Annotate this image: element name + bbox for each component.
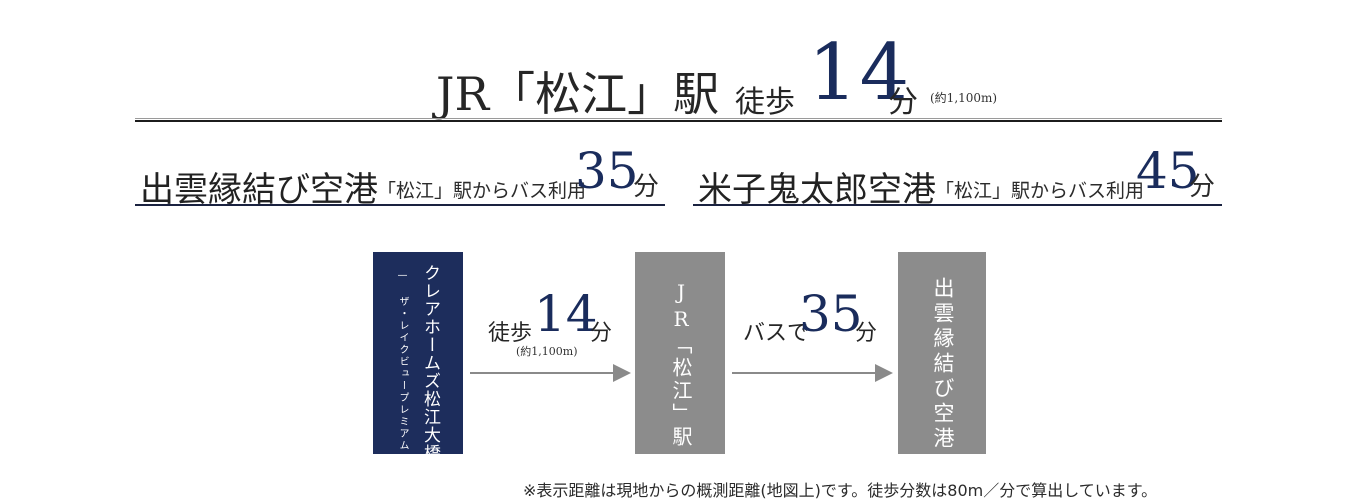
airport-unit: 分 — [1189, 172, 1216, 202]
origin-subtitle: — ザ・レイクビュープレミアム — — [397, 270, 408, 478]
header-divider — [135, 118, 1222, 122]
station-name: JR「松江」駅 — [669, 280, 693, 449]
airport-izumo-underline — [135, 204, 665, 206]
destination-name: 出雲縁結び空港 — [931, 277, 955, 452]
airport-via: 「松江」駅からバス利用 — [935, 180, 1145, 202]
header-unit: 分 — [888, 85, 918, 120]
header-walk-minutes: 14 — [808, 28, 912, 118]
footnote: ※表示距離は現地からの概測距離(地図上)です。徒歩分数は80m／分で算出していま… — [523, 481, 1158, 500]
walk-distance-note: (約1,100m) — [516, 345, 578, 358]
walk-arrow — [470, 372, 615, 374]
airport-unit: 分 — [633, 172, 660, 202]
bus-arrow-head — [875, 364, 893, 382]
walk-arrow-head — [613, 364, 631, 382]
airport-name: 出雲縁結び空港 — [140, 170, 378, 210]
header-distance-note: (約1,100m) — [930, 91, 998, 105]
airport-minutes: 45 — [1136, 142, 1200, 200]
airport-yonago-row: 米子鬼太郎空港 「松江」駅からバス利用 45 分 — [698, 142, 1222, 210]
route-destination-box: 出雲縁結び空港 — [898, 252, 986, 454]
access-header: JR「松江」駅 徒歩 14 分 (約1,100m) — [0, 28, 1360, 121]
airport-izumo-row: 出雲縁結び空港 「松江」駅からバス利用 35 分 — [140, 142, 665, 210]
route-bus-leg: バスで 35 分 — [735, 285, 895, 346]
bus-arrow — [732, 372, 877, 374]
airport-via: 「松江」駅からバス利用 — [377, 180, 587, 202]
walk-minutes: 14 — [534, 285, 598, 343]
bus-minutes: 35 — [799, 285, 863, 343]
walk-unit: 分 — [590, 321, 613, 346]
airport-minutes: 35 — [575, 142, 639, 200]
header-station: JR「松江」駅 — [436, 67, 720, 121]
bus-label: バスで — [743, 321, 810, 346]
route-origin-box: クレアホームズ松江大橋 — ザ・レイクビュープレミアム — — [373, 252, 463, 478]
airport-name: 米子鬼太郎空港 — [698, 170, 936, 210]
walk-label: 徒歩 — [488, 321, 533, 346]
bus-unit: 分 — [855, 321, 878, 346]
route-walk-leg: 徒歩 14 分 (約1,100m) — [470, 285, 630, 358]
origin-name: クレアホームズ松江大橋 — [420, 264, 440, 462]
header-walk-label: 徒歩 — [735, 85, 795, 120]
route-station-box: JR「松江」駅 — [635, 252, 725, 454]
airport-yonago-underline — [693, 204, 1222, 206]
